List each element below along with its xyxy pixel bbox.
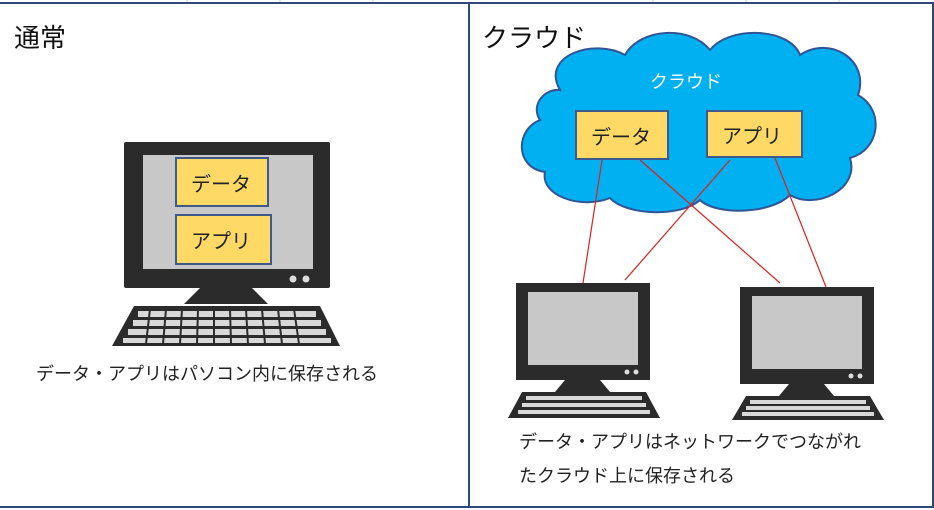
cloud-app-box: アプリ xyxy=(706,110,803,158)
cloud-caption-line1: データ・アプリはネットワークでつながれ xyxy=(519,432,861,453)
cloud-label: クラウド xyxy=(650,72,722,93)
cloud-data-box: データ xyxy=(575,110,669,160)
cloud-icon xyxy=(520,31,877,214)
computer-icon-1 xyxy=(508,283,660,418)
data-box: データ xyxy=(175,157,269,207)
computer-icon-2 xyxy=(732,287,884,420)
normal-title: 通常 xyxy=(14,24,67,54)
cloud-caption-line2: たクラウド上に保存される xyxy=(519,466,735,487)
normal-caption: データ・アプリはパソコン内に保存される xyxy=(36,364,378,385)
cloud-title: クラウド xyxy=(482,24,587,54)
app-box: アプリ xyxy=(175,214,272,265)
